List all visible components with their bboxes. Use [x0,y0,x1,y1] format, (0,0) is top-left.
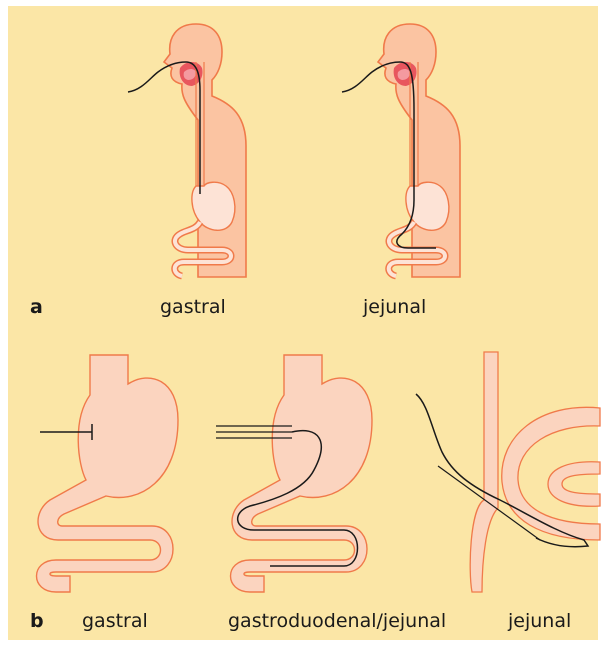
panel-a-letter: a [30,296,43,318]
label-b-gastroduodenal-jejunal: gastroduodenal/jejunal [228,610,446,632]
stomach-gastroduodenal-figure [216,355,372,592]
label-a-jejunal: jejunal [363,296,426,318]
body-jejunal-figure [342,24,460,277]
body-gastral-figure [128,24,246,277]
label-b-jejunal: jejunal [508,610,571,632]
label-a-gastral: gastral [160,296,226,318]
label-b-gastral: gastral [82,610,148,632]
panel-b-letter: b [30,610,44,632]
jejunum-direct-figure [416,352,600,592]
stomach-gastral-figure [37,355,179,592]
